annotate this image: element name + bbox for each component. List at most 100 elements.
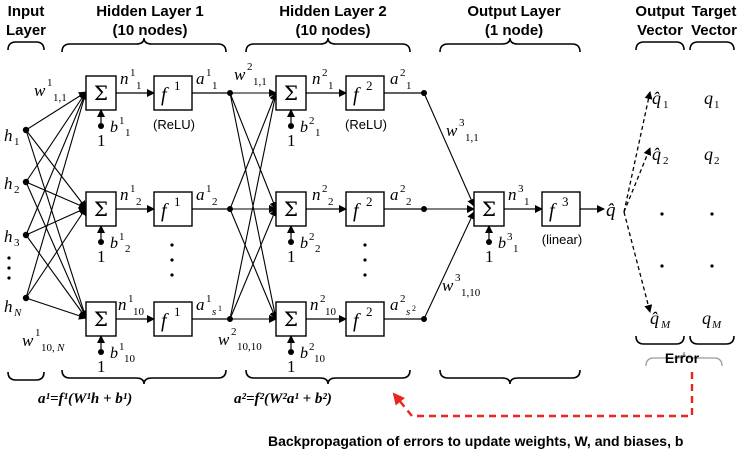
activation-linear-label: (linear) [542, 232, 582, 247]
svg-text:1: 1 [174, 304, 181, 319]
output-vector: q̂ 1 q̂ 2 q̂ M [650, 88, 671, 331]
svg-text:1: 1 [406, 80, 412, 92]
svg-text:2: 2 [136, 196, 142, 208]
svg-text:w: w [446, 121, 458, 140]
svg-text:1: 1 [663, 99, 669, 111]
svg-text:2: 2 [663, 155, 669, 167]
hidden2-ellipsis [363, 243, 367, 277]
svg-text:10: 10 [124, 353, 136, 365]
svg-text:1: 1 [174, 194, 181, 209]
svg-text:w: w [218, 330, 230, 349]
svg-text:10: 10 [314, 353, 326, 365]
connections-input-hidden1 [25, 91, 88, 320]
svg-text:w: w [442, 276, 454, 295]
svg-text:2: 2 [406, 196, 412, 208]
bracket-bottom-hidden1 [61, 369, 227, 385]
svg-text:2: 2 [315, 243, 321, 255]
svg-text:f: f [161, 200, 169, 222]
svg-text:s: s [406, 306, 410, 318]
bracket-top-hidden2 [245, 37, 411, 53]
input-h1-sub: 1 [14, 136, 20, 148]
header-input-line1: Input [8, 3, 45, 20]
svg-text:1: 1 [47, 77, 53, 89]
connections-hidden2-output [423, 92, 475, 320]
svg-text:10: 10 [325, 306, 337, 318]
header-target-line2: Vector [691, 22, 737, 39]
svg-text:a: a [196, 185, 205, 204]
svg-text:10,10: 10,10 [237, 341, 262, 353]
input-h3-sub: 3 [14, 237, 20, 249]
svg-text:1,1: 1,1 [465, 132, 479, 144]
weight-label-w1-11: w 1 1,1 [34, 77, 67, 104]
bottom-brackets [7, 335, 735, 385]
output-vector-arrows [623, 91, 653, 313]
svg-text:2: 2 [412, 304, 416, 313]
header-output-line1: Output Layer [467, 3, 561, 20]
svg-text:3: 3 [562, 194, 569, 209]
header-target-vector: Target Vector [691, 3, 737, 39]
svg-text:n: n [312, 185, 321, 204]
svg-text:Σ: Σ [284, 197, 298, 221]
input-node-h2: h 2 [4, 174, 30, 196]
backprop-arrow [392, 372, 694, 418]
svg-text:b: b [300, 119, 308, 136]
svg-text:10,: 10, [41, 342, 55, 354]
svg-text:b: b [300, 235, 308, 252]
svg-text:n: n [508, 185, 517, 204]
output-vector-qM: q̂ [650, 308, 659, 328]
input-h3-label: h [4, 227, 13, 246]
svg-text:2: 2 [322, 67, 328, 79]
bracket-bottom-hidden2 [245, 369, 411, 385]
svg-text:Σ: Σ [94, 197, 108, 221]
header-hidden1-line2: (10 nodes) [112, 22, 187, 39]
input-node-h1: h 1 [4, 126, 30, 148]
output-vector-q1: q̂ [652, 88, 661, 108]
svg-text:1: 1 [513, 243, 519, 255]
svg-text:b: b [300, 345, 308, 362]
input-hN-label: h [4, 297, 13, 316]
svg-text:2: 2 [366, 194, 373, 209]
header-hidden-layer-2: Hidden Layer 2 (10 nodes) [279, 3, 387, 39]
svg-text:3: 3 [507, 231, 513, 243]
header-output-layer: Output Layer (1 node) [467, 3, 561, 39]
svg-text:(ReLU): (ReLU) [345, 117, 387, 132]
svg-text:1: 1 [128, 293, 134, 305]
bracket-bottom-outvec [635, 335, 685, 345]
svg-text:1: 1 [218, 304, 222, 313]
svg-text:n: n [120, 185, 129, 204]
header-hidden-layer-1: Hidden Layer 1 (10 nodes) [96, 3, 204, 39]
activation-relu-label: (ReLU) [153, 117, 195, 132]
input-node-hN: h N [4, 294, 30, 319]
equation-layer1: a¹=f¹(W¹h + b¹) [38, 391, 132, 407]
svg-text:2: 2 [328, 196, 334, 208]
svg-text:1: 1 [714, 99, 720, 111]
svg-text:2: 2 [400, 67, 406, 79]
svg-text:1: 1 [119, 341, 125, 353]
error-bracket [645, 351, 723, 367]
weight-label-w3-11: w 3 1,1 [446, 117, 479, 144]
svg-text:2: 2 [320, 293, 326, 305]
weight-label-w2-1010: w 2 10,10 [218, 326, 262, 353]
svg-text:2: 2 [322, 183, 328, 195]
svg-text:2: 2 [366, 78, 373, 93]
weight-label-w3-110: w 3 1,10 [442, 272, 481, 299]
svg-text:2: 2 [125, 243, 131, 255]
svg-text:Σ: Σ [284, 307, 298, 331]
svg-text:b: b [498, 235, 506, 252]
bracket-top-output [439, 37, 581, 53]
svg-text:1: 1 [174, 78, 181, 93]
target-vector-qM: q [702, 308, 711, 328]
bracket-top-target [689, 41, 735, 51]
svg-text:1: 1 [315, 127, 321, 139]
svg-text:1: 1 [130, 183, 136, 195]
sigma-symbol: Σ [94, 81, 108, 105]
svg-text:1: 1 [136, 80, 142, 92]
svg-text:2: 2 [309, 231, 315, 243]
svg-text:1: 1 [125, 127, 131, 139]
svg-text:1: 1 [97, 247, 106, 266]
